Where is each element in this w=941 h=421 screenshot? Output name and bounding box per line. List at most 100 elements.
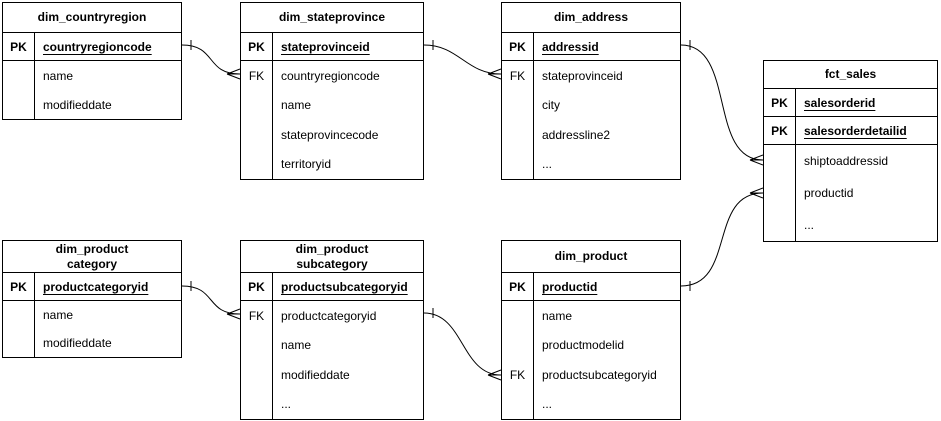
key-cell [502, 389, 534, 419]
key-cell [241, 149, 273, 179]
relationship-dim_product-to-fct_sales[interactable] [680, 187, 764, 291]
attribute-row: modifieddate [241, 360, 423, 390]
field-name: name [542, 308, 573, 323]
pk-label: PK [764, 89, 796, 116]
field-name: countryregioncode [43, 39, 152, 54]
attribute-row: PK addressid [502, 33, 680, 61]
fk-label: FK [502, 360, 534, 390]
field-name: modifieddate [43, 97, 112, 112]
field-name: name [43, 308, 74, 322]
relationship-dim_productsubcategory-to-dim_product[interactable] [423, 308, 502, 381]
pk-label: PK [764, 117, 796, 144]
entity-dim-productcategory[interactable]: dim_product category PK productcategoryid… [2, 240, 182, 358]
attribute-row: city [502, 90, 680, 120]
field-name: modifieddate [43, 336, 112, 350]
field-name: productid [542, 279, 598, 294]
field-name: shiptoaddressid [804, 154, 889, 168]
attribute-row: PK productcategoryid [3, 273, 181, 301]
attribute-row: PK countryregioncode [3, 33, 181, 61]
field-name: ... [281, 397, 292, 412]
pk-label: PK [3, 273, 35, 300]
table-title: dim_product category [3, 241, 181, 273]
table-title: dim_product [502, 241, 680, 273]
key-cell [241, 90, 273, 120]
field-name: name [281, 338, 312, 353]
attribute-rows: PK countryregioncode name modifieddate [3, 33, 181, 119]
key-cell [502, 330, 534, 360]
pk-label: PK [502, 33, 534, 60]
key-cell [502, 90, 534, 120]
attribute-row: modifieddate [3, 329, 181, 357]
field-name: city [542, 98, 560, 113]
relationship-dim_countryregion-to-dim_stateprovince[interactable] [181, 40, 241, 80]
field-name: ... [804, 218, 815, 232]
attribute-rows: PK productcategoryid name modifieddate [3, 273, 181, 357]
field-name: ... [542, 157, 553, 172]
attribute-row: ... [241, 389, 423, 419]
key-cell [502, 120, 534, 150]
pk-label: PK [241, 33, 273, 60]
pk-label: PK [3, 33, 35, 60]
field-name: stateprovincecode [281, 127, 379, 142]
key-cell [3, 301, 35, 329]
key-cell [241, 330, 273, 360]
attribute-row: name [241, 330, 423, 360]
field-name: ... [542, 397, 553, 412]
attribute-row: FK productcategoryid [241, 301, 423, 331]
field-name: productcategoryid [281, 308, 377, 323]
table-title: fct_sales [764, 61, 937, 89]
attribute-row: PK stateprovinceid [241, 33, 423, 61]
pk-label: PK [502, 273, 534, 300]
attribute-row: ... [502, 149, 680, 179]
field-name: modifieddate [281, 367, 350, 382]
field-name: countryregioncode [281, 68, 380, 83]
attribute-row: name [502, 301, 680, 331]
attribute-row: ... [764, 209, 937, 241]
field-name: productid [804, 186, 854, 200]
field-name: name [43, 68, 74, 83]
field-name: stateprovinceid [542, 68, 623, 83]
key-cell [502, 149, 534, 179]
key-cell [3, 61, 35, 90]
attribute-row: FK productsubcategoryid [502, 360, 680, 390]
key-cell [241, 360, 273, 390]
attribute-row: modifieddate [3, 90, 181, 119]
attribute-row: name [241, 90, 423, 120]
relationship-dim_productcategory-to-dim_productsubcategory[interactable] [181, 281, 241, 320]
key-cell [241, 389, 273, 419]
entity-dim-product[interactable]: dim_product PK productid name productmodeli… [501, 240, 681, 420]
fk-label: FK [241, 61, 273, 91]
pk-label: PK [241, 273, 273, 300]
attribute-row: shiptoaddressid [764, 145, 937, 177]
field-name: productmodelid [542, 338, 625, 353]
attribute-row: ... [502, 389, 680, 419]
attribute-row: territoryid [241, 149, 423, 179]
key-cell [3, 90, 35, 119]
relationship-dim_address-to-fct_sales[interactable] [680, 40, 764, 166]
fk-label: FK [241, 301, 273, 331]
table-title: dim_stateprovince [241, 3, 423, 33]
table-title: dim_product subcategory [241, 241, 423, 273]
field-name: productsubcategoryid [542, 367, 657, 382]
field-name: addressid [542, 39, 599, 54]
attribute-row: addressline2 [502, 120, 680, 150]
field-name: productcategoryid [43, 279, 149, 294]
field-name: stateprovinceid [281, 39, 370, 54]
field-name: addressline2 [542, 127, 611, 142]
key-cell [502, 301, 534, 331]
relationship-dim_stateprovince-to-dim_address[interactable] [423, 40, 502, 80]
